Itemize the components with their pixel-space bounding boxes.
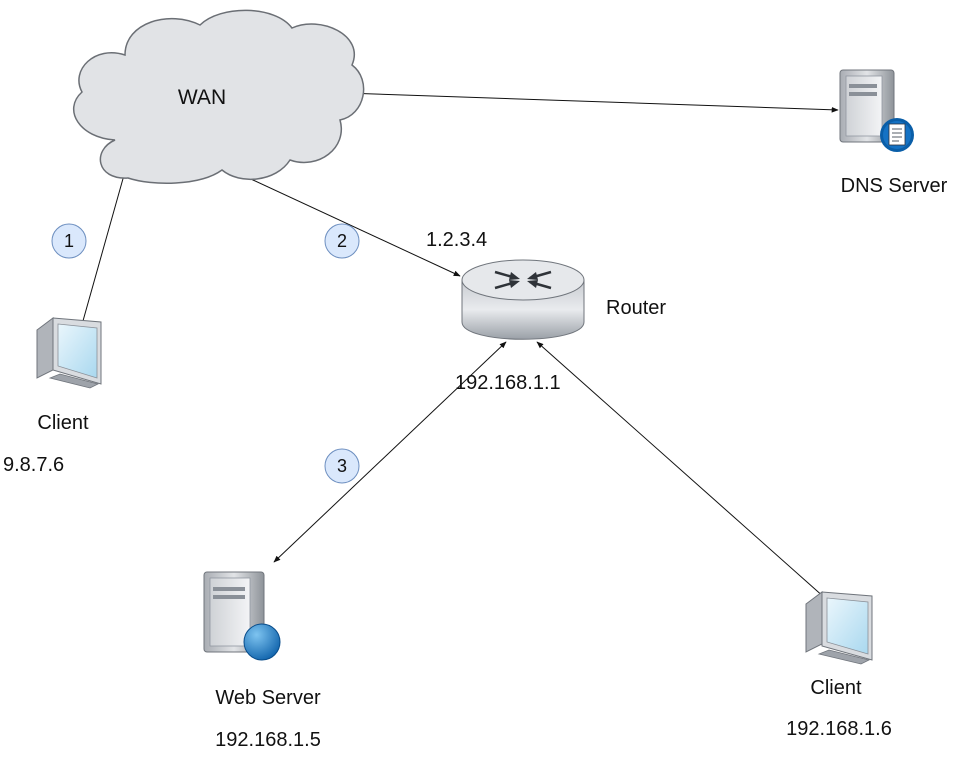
step-2-label: 2	[337, 231, 347, 251]
dns-server-label: DNS Server	[841, 175, 948, 197]
client-internal-label: Client	[810, 677, 862, 699]
link-router-client-internal	[536, 341, 826, 599]
router-icon	[461, 259, 585, 340]
step-markers: 1 2 3	[51, 223, 360, 484]
client-external-ip: 9.8.7.6	[3, 454, 64, 476]
dns-server-icon	[839, 69, 914, 152]
link-router-web-server	[273, 341, 507, 563]
web-server-ip: 192.168.1.5	[215, 729, 321, 751]
web-server-icon	[203, 571, 281, 661]
client-internal: Client 192.168.1.6	[786, 591, 892, 740]
link-wan-dns	[344, 90, 839, 113]
client-internal-ip: 192.168.1.6	[786, 718, 892, 740]
router-lan-ip: 192.168.1.1	[455, 372, 561, 394]
router: Router 1.2.3.4 192.168.1.1	[426, 229, 666, 394]
links	[80, 90, 839, 599]
router-label: Router	[606, 297, 666, 319]
step-badge: 3	[324, 448, 360, 484]
client-external-label: Client	[37, 412, 89, 434]
computer-icon	[36, 317, 102, 389]
link-wan-router	[224, 166, 461, 277]
step-badge: 2	[324, 223, 360, 259]
dns-server: DNS Server	[839, 69, 948, 197]
link-wan-client-external	[80, 167, 127, 329]
client-external: Client 9.8.7.6	[3, 317, 102, 476]
router-wan-ip: 1.2.3.4	[426, 229, 487, 251]
wan-label: WAN	[178, 86, 226, 109]
step-3-label: 3	[337, 456, 347, 476]
step-1-label: 1	[64, 231, 74, 251]
computer-icon	[805, 591, 873, 665]
cloud-shape	[72, 9, 365, 184]
step-badge: 1	[51, 223, 87, 259]
web-server-label: Web Server	[215, 687, 321, 709]
web-server: Web Server 192.168.1.5	[203, 571, 321, 751]
wan-cloud: WAN	[72, 9, 365, 184]
